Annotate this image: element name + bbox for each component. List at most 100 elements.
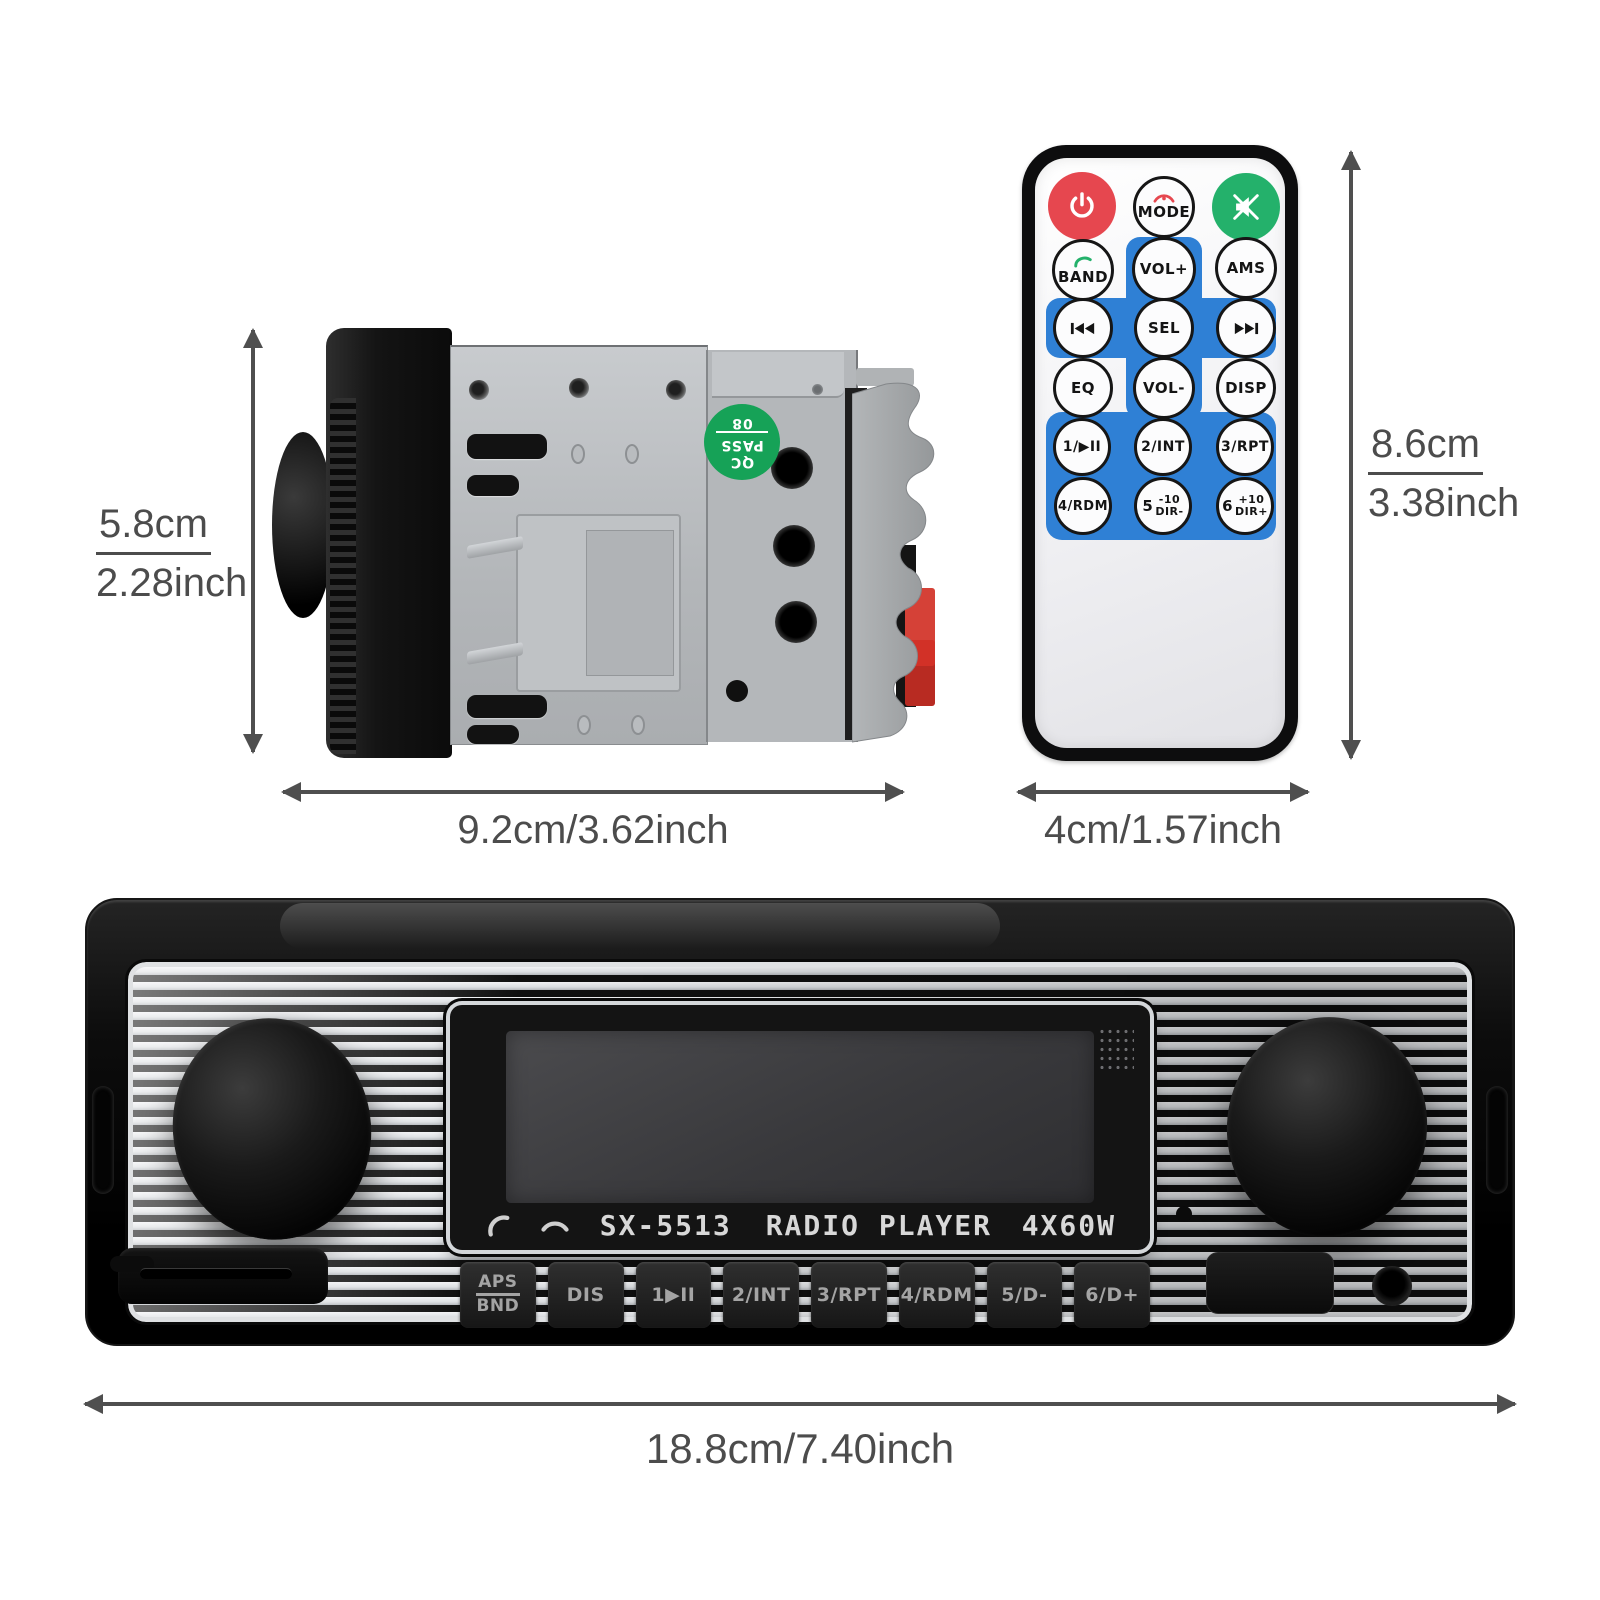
- mute-speaker-icon: [1233, 194, 1259, 220]
- rear-dot-hole: [726, 680, 748, 702]
- heatsink-profile: [852, 382, 935, 743]
- remote-eq-button: EQ: [1053, 358, 1113, 418]
- remote-key6-number: 6: [1222, 497, 1233, 515]
- stamped-oval: [577, 715, 591, 735]
- remote-key-6-dir-plus: 6 +10 DIR+: [1216, 477, 1274, 535]
- radio-key-6-d-plus: 6/D+: [1074, 1262, 1150, 1328]
- side-width-label: 9.2cm/3.62inch: [457, 808, 729, 852]
- remote-key-2-int: 2/INT: [1134, 418, 1192, 476]
- sticker-line-08: 08: [731, 415, 753, 432]
- qc-pass-sticker: QC PASS 08: [704, 404, 780, 480]
- stamped-slash: [467, 642, 523, 665]
- power-icon: [1070, 192, 1094, 218]
- remote-sel-button: SEL: [1134, 298, 1194, 358]
- stamped-panel-tab: [586, 530, 674, 676]
- remote-key1-label: 1/▶II: [1062, 439, 1102, 455]
- radio-key-6-label: 6/D+: [1085, 1284, 1140, 1306]
- radio-key-3-rpt: 3/RPT: [811, 1262, 887, 1328]
- radio-key-bnd: BND: [476, 1295, 520, 1316]
- remote-height-arrow: [1341, 150, 1361, 760]
- side-height-cm: 5.8cm: [96, 500, 211, 555]
- remote-key5-top: -10: [1158, 493, 1181, 507]
- remote-vol-up-label: VOL+: [1139, 260, 1189, 278]
- remote-key2-label: 2/INT: [1141, 439, 1185, 455]
- radio-key-aps-bnd: APS BND: [460, 1262, 536, 1328]
- remote-key6-top: +10: [1238, 493, 1265, 507]
- left-release-slot: [92, 1086, 114, 1194]
- radio-key-aps: APS: [476, 1273, 520, 1296]
- remote-width-label: 4cm/1.57inch: [1044, 808, 1282, 852]
- radio-key-2-label: 2/INT: [731, 1284, 791, 1306]
- remote-key-3-rpt: 3/RPT: [1216, 418, 1274, 476]
- radio-key-4-rdm: 4/RDM: [898, 1262, 975, 1328]
- phone-handset-icon: [1153, 194, 1175, 203]
- radio-key-3-label: 3/RPT: [816, 1284, 881, 1306]
- remote-band-label: BAND: [1057, 267, 1109, 286]
- screw-hole: [469, 380, 489, 400]
- ir-sensor-dot: [1176, 1206, 1192, 1222]
- right-release-slot: [1486, 1086, 1508, 1194]
- radio-display-caption: SX-5513 RADIO PLAYER 4X60W: [450, 1206, 1150, 1244]
- stamped-slot: [467, 695, 547, 718]
- remote-vol-down-button: VOL-: [1133, 357, 1195, 419]
- radio-name: RADIO PLAYER: [765, 1208, 992, 1242]
- radio-lcd-screen: [506, 1031, 1094, 1203]
- phone-handset-icon: [1074, 256, 1092, 267]
- stamped-oval: [631, 715, 645, 735]
- stamped-oval: [625, 444, 639, 464]
- remote-ams-label: AMS: [1226, 259, 1266, 277]
- remote-mute-button: [1212, 173, 1280, 241]
- remote-key6-bottom: DIR+: [1235, 505, 1268, 518]
- remote-mode-label: MODE: [1137, 203, 1191, 221]
- side-width-arrow: [281, 782, 905, 802]
- side-view-rear-section: QC PASS 08: [704, 350, 858, 742]
- radio-width-label: 18.8cm/7.40inch: [645, 1425, 955, 1472]
- sd-card-slot: [110, 1248, 328, 1304]
- radio-glare-highlight: [280, 903, 1000, 949]
- radio-display-module: SX-5513 RADIO PLAYER 4X60W: [450, 1005, 1150, 1250]
- stamped-slash: [467, 536, 523, 559]
- remote-height-cm: 8.6cm: [1368, 420, 1483, 475]
- remote-mode-button: MODE: [1133, 176, 1195, 238]
- sticker-line-pass: PASS: [716, 431, 768, 453]
- rear-top-plate: [712, 352, 844, 398]
- side-view-mounting-sleeve: [450, 345, 708, 745]
- next-track-icon: [1234, 322, 1259, 334]
- stamped-slot: [467, 725, 519, 744]
- remote-height-label: 8.6cm 3.38inch: [1368, 420, 1519, 527]
- remote-vol-up-button: VOL+: [1132, 237, 1196, 301]
- radio-key-4-label: 4/RDM: [900, 1284, 973, 1306]
- remote-ams-button: AMS: [1215, 237, 1277, 299]
- call-answer-icon: [488, 1215, 510, 1237]
- sticker-line-qc: QC: [729, 454, 755, 471]
- radio-key-5-d-minus: 5/D-: [986, 1262, 1063, 1328]
- radio-model: SX-5513: [599, 1208, 732, 1242]
- radio-key-5-label: 5/D-: [1001, 1284, 1048, 1306]
- side-height-arrow: [243, 328, 263, 754]
- radio-key-dis: DIS: [547, 1262, 624, 1328]
- radio-key-2-int: 2/INT: [723, 1262, 799, 1328]
- screw-hole: [569, 378, 589, 398]
- remote-eq-label: EQ: [1071, 379, 1095, 397]
- remote-key5-bottom: DIR-: [1155, 505, 1184, 518]
- remote-key-5-dir-minus: 5 -10 DIR-: [1134, 477, 1192, 535]
- microphone-holes: [1098, 1027, 1134, 1069]
- remote-key4-label: 4/RDM: [1057, 498, 1109, 514]
- radio-width-arrow: [83, 1394, 1517, 1414]
- radio-key-1-play-pause: 1▶II: [635, 1262, 712, 1328]
- screw-hole: [666, 380, 686, 400]
- vent-hole: [775, 601, 817, 643]
- heatsink-cap: [856, 368, 914, 386]
- remote-height-inch: 3.38inch: [1368, 481, 1520, 525]
- previous-track-icon: [1070, 322, 1095, 334]
- remote-sel-label: SEL: [1147, 319, 1181, 337]
- remote-previous-button: [1053, 298, 1113, 358]
- remote-disp-label: DISP: [1225, 379, 1267, 397]
- aux-jack: [1372, 1266, 1412, 1306]
- radio-power-rating: 4X60W: [1021, 1208, 1116, 1242]
- remote-key5-number: 5: [1142, 497, 1154, 515]
- remote-disp-button: DISP: [1216, 358, 1276, 418]
- radio-key-1-label: 1▶II: [651, 1284, 696, 1306]
- side-view-front-ribs: [330, 398, 356, 754]
